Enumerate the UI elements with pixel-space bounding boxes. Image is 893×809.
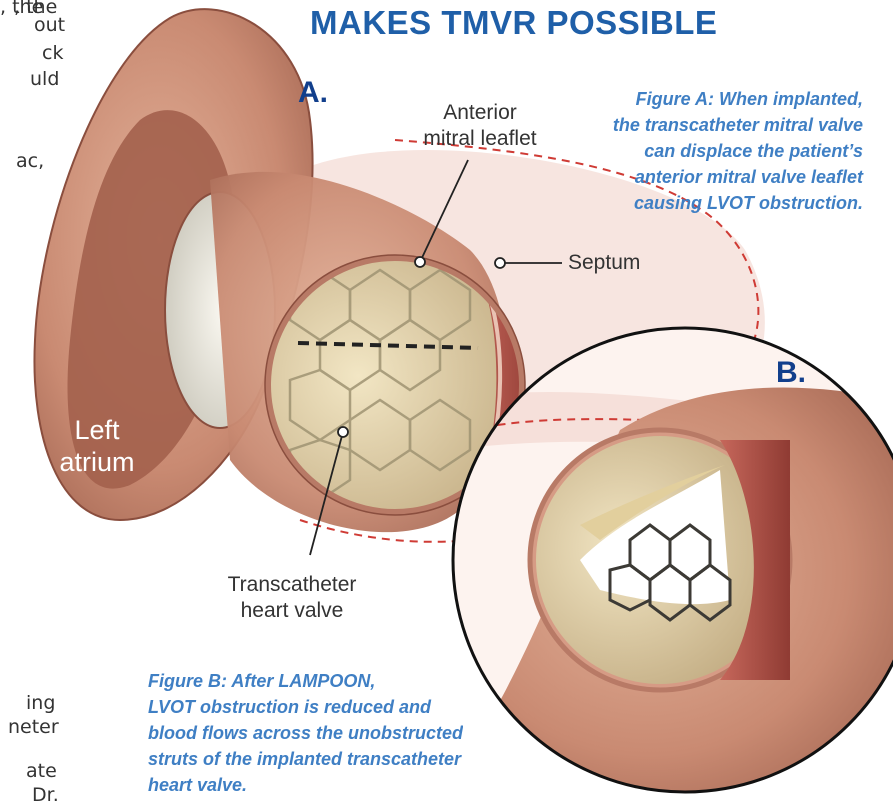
label-line: Anterior — [410, 100, 550, 126]
article-fragment-line: ing — [26, 690, 55, 717]
label-line: Transcatheter — [212, 572, 372, 598]
caption-a-line: the transcatheter mitral valve — [613, 112, 863, 138]
article-fragment-line: ate — [26, 758, 57, 785]
caption-b-line: LVOT obstruction is reduced and — [148, 694, 463, 720]
caption-b-line: heart valve. — [148, 772, 463, 796]
caption-b-line: struts of the implanted transcatheter — [148, 746, 463, 772]
label-line: heart valve — [212, 598, 372, 624]
label-transcatheter-heart-valve: Transcatheter heart valve — [212, 572, 372, 624]
caption-a-line: can displace the patient’s — [613, 138, 863, 164]
caption-b: Figure B: After LAMPOON, LVOT obstructio… — [148, 668, 463, 796]
label-anterior-mitral-leaflet: Anterior mitral leaflet — [410, 100, 550, 152]
article-fragment-line: out — [34, 12, 65, 39]
caption-a-line: anterior mitral valve leaflet — [613, 164, 863, 190]
label-left-atrium: Left atrium — [52, 414, 142, 478]
caption-b-line: Figure B: After LAMPOON, — [148, 668, 463, 694]
label-line: atrium — [52, 446, 142, 478]
article-fragment-line: ac, — [16, 148, 44, 175]
article-fragment-line: uld — [30, 66, 59, 93]
caption-b-line: blood flows across the unobstructed — [148, 720, 463, 746]
article-fragment-line: ck — [42, 40, 63, 67]
panel-label-b: B. — [776, 356, 806, 390]
caption-a-line: Figure A: When implanted, — [613, 86, 863, 112]
article-fragment-line: neter — [8, 714, 59, 741]
headline: MAKES TMVR POSSIBLE — [310, 4, 717, 42]
caption-a-line: causing LVOT obstruction. — [613, 190, 863, 216]
panel-label-a: A. — [298, 76, 328, 110]
label-septum: Septum — [568, 250, 640, 276]
caption-a: Figure A: When implanted, the transcathe… — [613, 86, 863, 216]
label-line: mitral leaflet — [410, 126, 550, 152]
label-line: Left — [52, 414, 142, 446]
